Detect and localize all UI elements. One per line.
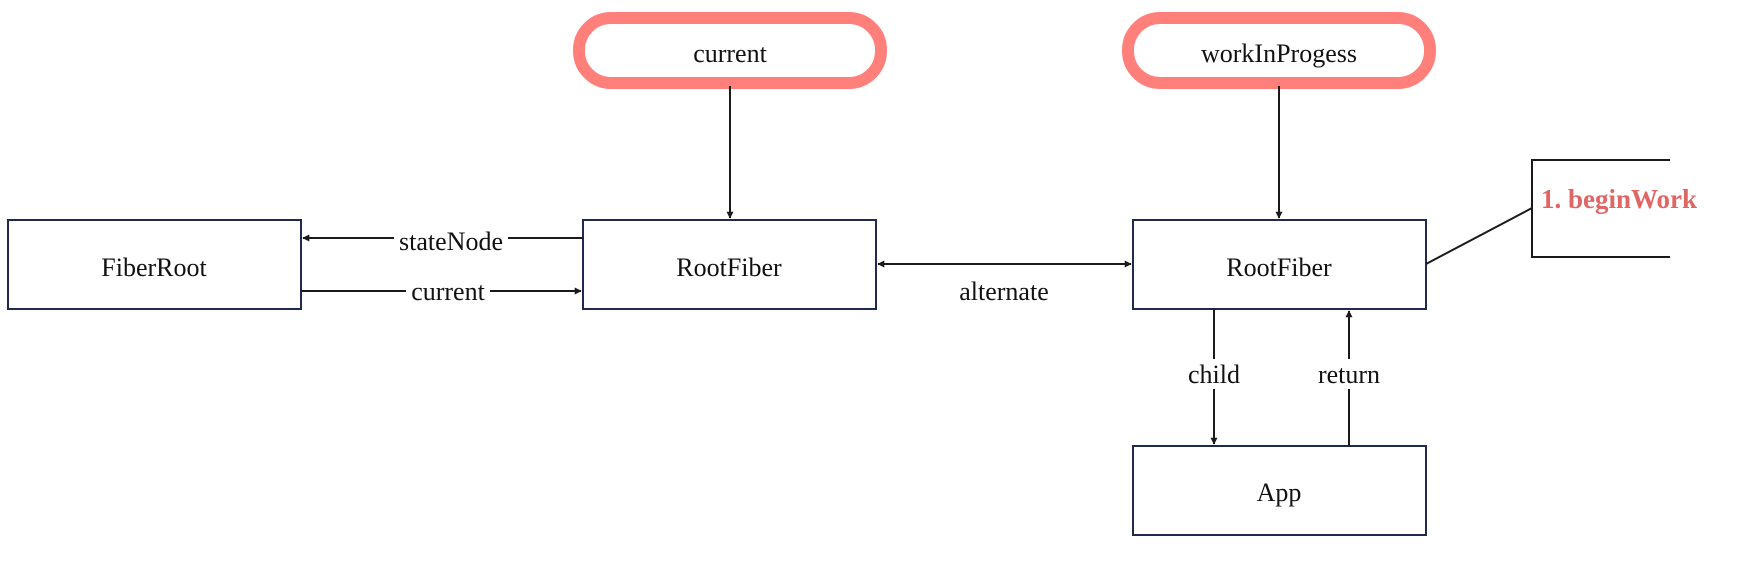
root-fiber-wip-node: RootFiber	[1132, 219, 1427, 310]
root-fiber-current-label: RootFiber	[676, 253, 782, 282]
current-pointer-label: current	[693, 39, 767, 68]
root-fiber-wip-label: RootFiber	[1226, 253, 1332, 282]
current-edge-label: current	[411, 277, 485, 306]
app-label: App	[1257, 478, 1302, 507]
fiber-root-label: FiberRoot	[101, 253, 207, 282]
state-node-edge-label: stateNode	[399, 227, 503, 256]
begin-work-note: 1. beginWork	[1541, 184, 1697, 214]
note-connector	[1425, 207, 1533, 265]
work-in-progress-pointer-pill: workInProgess	[1122, 12, 1436, 89]
return-edge-label: return	[1318, 360, 1380, 389]
work-in-progress-pointer-label: workInProgess	[1201, 39, 1357, 68]
child-edge-label: child	[1188, 360, 1240, 389]
app-node: App	[1132, 445, 1427, 536]
note-bracket	[1531, 159, 1670, 258]
fiber-root-node: FiberRoot	[7, 219, 302, 310]
current-pointer-pill: current	[573, 12, 887, 89]
alternate-edge-label: alternate	[959, 277, 1049, 306]
root-fiber-current-node: RootFiber	[582, 219, 877, 310]
